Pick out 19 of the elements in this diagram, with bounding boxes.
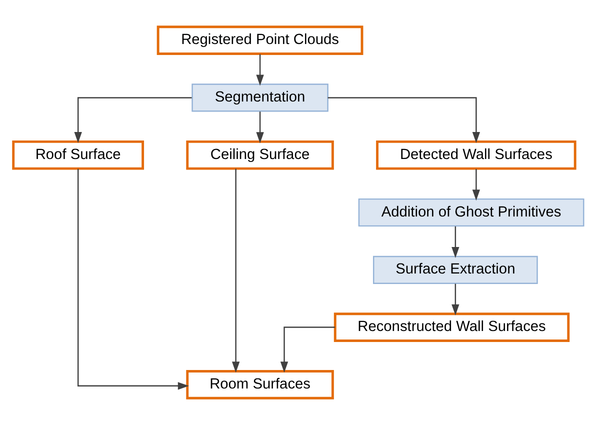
node-box: Registered Point Clouds: [156, 25, 364, 54]
arrow: [452, 226, 460, 258]
arrow: [77, 168, 189, 390]
arrow: [280, 326, 335, 372]
node-box: Ceiling Surface: [186, 140, 334, 170]
arrow: [256, 54, 264, 86]
node-box: Detected Wall Surfaces: [376, 140, 576, 170]
arrow: [452, 283, 460, 315]
arrow: [232, 168, 240, 372]
node-box: Roof Surface: [12, 140, 144, 170]
arrow: [256, 111, 264, 143]
node-box: Segmentation: [192, 83, 328, 112]
node-box: Surface Extraction: [373, 255, 538, 284]
arrow: [472, 168, 480, 200]
arrow: [328, 96, 480, 143]
arrow: [74, 96, 192, 143]
node-box: Addition of Ghost Primitives: [358, 198, 584, 226]
node-box: Reconstructed Wall Surfaces: [334, 312, 570, 342]
node-box: Room Surfaces: [186, 370, 334, 399]
